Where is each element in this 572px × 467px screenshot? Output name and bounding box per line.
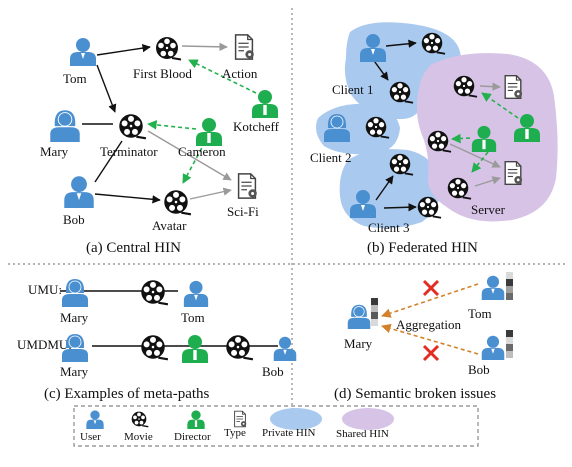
client-3-label: Client 3 xyxy=(368,220,410,235)
user-icon xyxy=(70,38,96,66)
movie-icon xyxy=(131,410,149,428)
director-label-kotcheff: Kotcheff xyxy=(233,119,280,134)
movie-icon xyxy=(140,334,169,361)
legend: User Movie Director Type Private HIN Sha… xyxy=(73,405,479,447)
user-icon xyxy=(49,109,81,142)
cross-icon xyxy=(422,344,440,362)
movie-icon xyxy=(118,113,147,140)
legend-type: Type xyxy=(224,427,246,439)
caption-federated-hin: (b) Federated HIN xyxy=(367,240,478,256)
embedding-bar-mary xyxy=(371,298,378,326)
meta-path-umdmu-start: Mary xyxy=(60,364,89,379)
type-icon xyxy=(234,410,247,428)
cross-icon xyxy=(422,279,440,297)
panel-federated-hin: Client 1 Client 2 Client 3 Server (b) Fe… xyxy=(310,22,558,256)
meta-path-umu-end: Tom xyxy=(181,310,205,325)
caption-semantic-broken: (d) Semantic broken issues xyxy=(334,386,496,402)
user-label-mary: Mary xyxy=(40,144,69,159)
type-icon xyxy=(504,161,523,185)
type-label-action: Action xyxy=(222,66,258,81)
user-icon xyxy=(64,176,94,208)
movie-icon xyxy=(225,334,254,361)
client-1-label: Client 1 xyxy=(332,82,374,97)
panel-central-hin: Tom Mary Bob First Blood Terminator Avat… xyxy=(40,34,280,256)
user-label-tom: Tom xyxy=(63,71,87,86)
legend-shared-hin: Shared HIN xyxy=(336,428,389,440)
caption-central-hin: (a) Central HIN xyxy=(86,240,181,256)
meta-path-umdmu-label: UMDMU: xyxy=(17,337,72,352)
movie-label-avatar: Avatar xyxy=(152,218,187,233)
user-icon xyxy=(481,275,505,300)
panel-semantic-broken: Mary Tom Bob Aggregation (d) Semantic br… xyxy=(334,272,513,402)
embedding-bar-tom xyxy=(506,272,513,300)
meta-path-umu-start: Mary xyxy=(60,310,89,325)
user-label-mary-d: Mary xyxy=(344,336,373,351)
legend-movie: Movie xyxy=(124,431,153,443)
legend-director: Director xyxy=(174,431,211,443)
director-icon xyxy=(252,90,278,118)
panel-meta-paths: UMU: Mary Tom UMDMU: Mary Bob (c) Exampl… xyxy=(17,278,297,402)
movie-icon xyxy=(155,36,182,61)
type-icon xyxy=(234,34,255,60)
user-label-tom-d: Tom xyxy=(468,306,492,321)
movie-label-terminator: Terminator xyxy=(100,144,158,159)
user-icon xyxy=(273,336,297,361)
director-icon xyxy=(196,118,222,146)
type-icon xyxy=(504,75,523,99)
movie-icon xyxy=(140,279,169,306)
user-label-bob: Bob xyxy=(63,212,85,227)
user-icon xyxy=(61,278,89,307)
user-icon xyxy=(481,335,505,360)
client-2-label: Client 2 xyxy=(310,150,352,165)
type-label-sci-fi: Sci-Fi xyxy=(227,204,259,219)
legend-shared-hin-swatch xyxy=(342,408,394,430)
director-label-cameron: Cameron xyxy=(178,144,226,159)
legend-private-hin: Private HIN xyxy=(262,427,316,439)
user-icon xyxy=(183,280,209,307)
legend-private-hin-swatch xyxy=(270,408,322,430)
meta-path-umu-label: UMU: xyxy=(28,282,62,297)
caption-meta-paths: (c) Examples of meta-paths xyxy=(44,386,210,402)
meta-path-umdmu-end: Bob xyxy=(262,364,284,379)
server-label: Server xyxy=(471,202,506,217)
embedding-bar-bob xyxy=(506,330,513,358)
private-hin-client-2 xyxy=(316,103,400,155)
movie-icon xyxy=(163,189,192,216)
type-icon xyxy=(237,173,258,199)
user-label-bob-d: Bob xyxy=(468,362,490,377)
aggregation-label: Aggregation xyxy=(396,317,461,332)
legend-user: User xyxy=(80,431,101,443)
user-icon xyxy=(86,410,104,429)
movie-label-first-blood: First Blood xyxy=(133,66,192,81)
director-icon xyxy=(182,335,208,363)
director-icon xyxy=(187,410,205,429)
user-icon xyxy=(347,304,371,329)
